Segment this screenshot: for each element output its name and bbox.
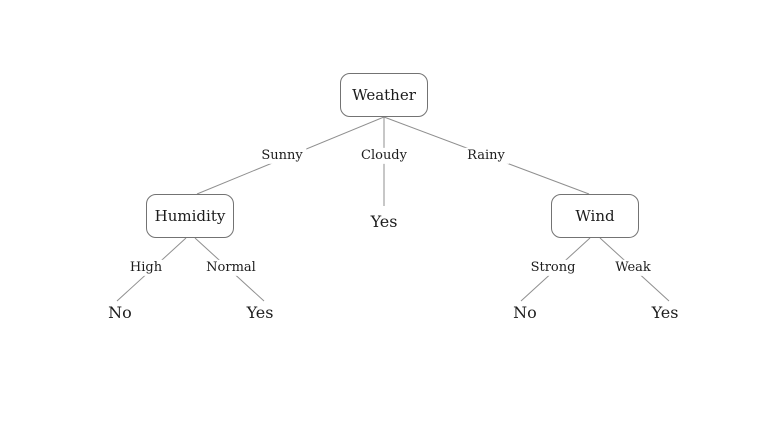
leaf-normal-yes: Yes bbox=[243, 304, 277, 322]
leaf-cloudy-yes: Yes bbox=[367, 213, 401, 231]
edge-label-rainy: Rainy bbox=[463, 147, 509, 165]
edge-label-sunny: Sunny bbox=[257, 147, 307, 165]
node-weather: Weather bbox=[340, 73, 428, 117]
leaf-weak-yes: Yes bbox=[648, 304, 682, 322]
edge-label-cloudy: Cloudy bbox=[357, 147, 411, 165]
node-humidity-label: Humidity bbox=[154, 207, 226, 225]
edge-label-normal: Normal bbox=[202, 259, 260, 277]
leaf-high-no: No bbox=[105, 304, 135, 322]
node-wind-label: Wind bbox=[575, 207, 615, 225]
edge-label-strong: Strong bbox=[526, 259, 580, 277]
node-wind: Wind bbox=[551, 194, 639, 238]
node-humidity: Humidity bbox=[146, 194, 234, 238]
edge-label-weak: Weak bbox=[611, 259, 655, 277]
node-weather-label: Weather bbox=[352, 86, 416, 104]
edge-label-high: High bbox=[125, 259, 167, 277]
leaf-strong-no: No bbox=[510, 304, 540, 322]
